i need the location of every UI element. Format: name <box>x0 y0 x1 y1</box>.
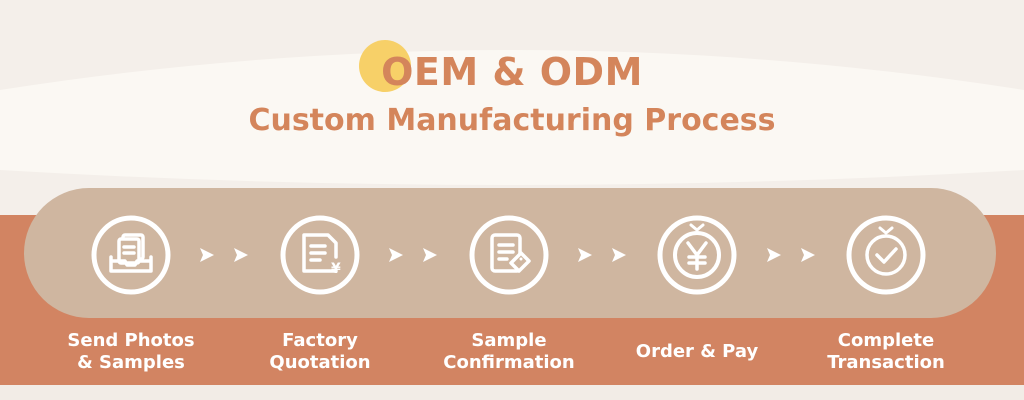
step-label-order-pay: Order & Pay <box>635 341 759 362</box>
step-label-sample-confirmation: Sample Confirmation <box>443 330 575 373</box>
step-2-icon: ¥ <box>280 215 360 295</box>
bottom-strip <box>0 385 1024 400</box>
yen-coin-icon <box>673 223 721 279</box>
arrow-icon <box>612 248 626 262</box>
icon-ring <box>91 215 171 295</box>
page-subtitle: Custom Manufacturing Process <box>248 103 776 138</box>
step-3-icon <box>469 215 549 295</box>
icon-ring <box>469 215 549 295</box>
svg-text:¥: ¥ <box>331 261 341 277</box>
icon-ring <box>657 215 737 295</box>
step-label-complete-transaction: Complete Transaction <box>827 330 945 373</box>
step-label-factory-quotation: Factory Quotation <box>269 330 371 373</box>
background-arc <box>0 50 1024 185</box>
step-arrows <box>200 248 815 262</box>
document-tag-icon <box>490 233 531 273</box>
step-1-icon <box>91 215 171 295</box>
arrow-icon <box>767 248 781 262</box>
arrow-icon <box>423 248 437 262</box>
arrow-icon <box>801 248 815 262</box>
step-label-send-photos: Send Photos & Samples <box>67 330 195 373</box>
page-title: OEM & ODM <box>381 50 643 94</box>
invoice-yen-icon: ¥ <box>302 233 341 277</box>
check-badge-icon <box>865 226 907 276</box>
icon-ring <box>280 215 360 295</box>
arrow-icon <box>200 248 214 262</box>
step-5-icon <box>846 215 926 295</box>
step-4-icon <box>657 215 737 295</box>
document-tray-icon <box>109 233 153 273</box>
icon-ring <box>846 215 926 295</box>
arrow-icon <box>234 248 248 262</box>
sun-decoration <box>359 40 411 92</box>
arrow-icon <box>389 248 403 262</box>
arrow-icon <box>578 248 592 262</box>
